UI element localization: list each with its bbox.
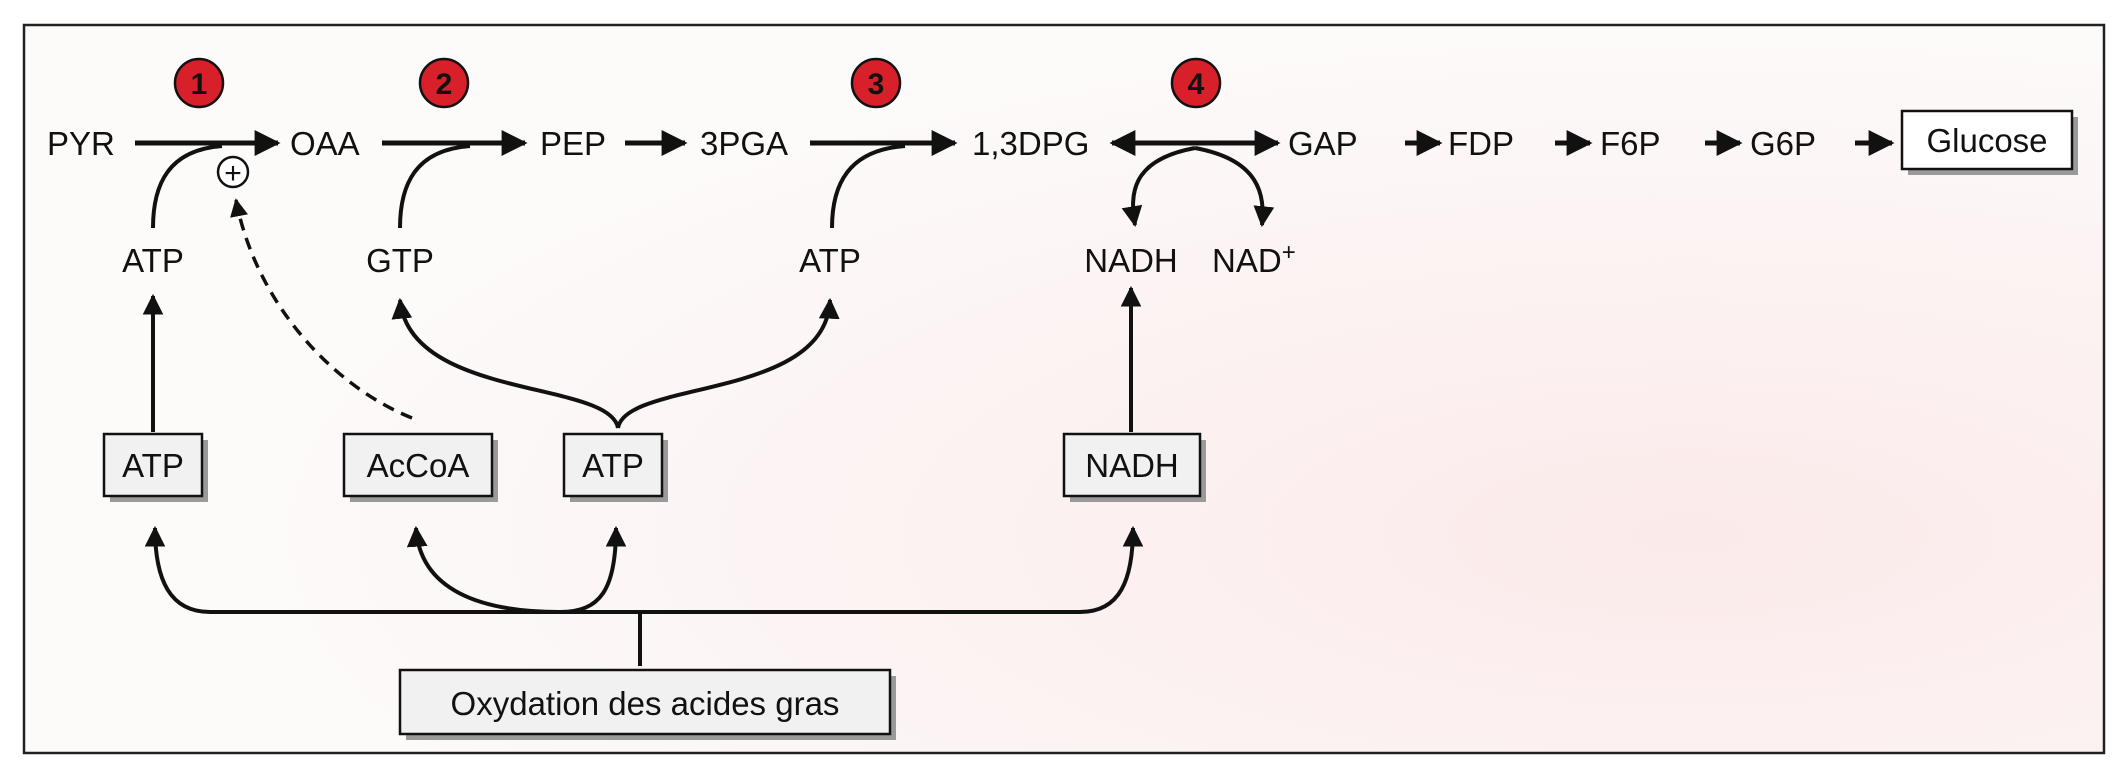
label-source-accoa: AcCoA	[367, 447, 470, 484]
label-nad-superscript: +	[1282, 239, 1296, 266]
step-marker-4: 4	[1170, 57, 1222, 109]
tree-branch-atp-b	[559, 525, 627, 614]
step-number-3: 3	[868, 68, 885, 101]
step-markers: 1 2 3 4	[173, 57, 1222, 109]
pathway-labels: PYR OAA PEP 3PGA 1,3DPG GAP FDP F6P G6P	[47, 125, 1816, 162]
tree-branch-nadh	[640, 525, 1144, 614]
branch-atp-to-gtp	[391, 297, 620, 429]
curve-nadh-13dpg	[1121, 146, 1196, 228]
label-g6p: G6P	[1750, 125, 1816, 162]
step-number-1: 1	[191, 68, 208, 101]
label-gtp: GTP	[366, 242, 434, 279]
label-atp-step3: ATP	[799, 242, 861, 279]
label-fdp: FDP	[1448, 125, 1514, 162]
step-marker-1: 1	[173, 57, 225, 109]
curve-gtp-step2	[398, 144, 471, 229]
tree-branch-atp	[144, 525, 640, 614]
label-oaa: OAA	[290, 125, 360, 162]
activator-plus: +	[224, 157, 242, 190]
step-number-4: 4	[1188, 68, 1205, 101]
glucose-box: Glucose	[1900, 109, 2078, 175]
label-origin: Oxydation des acides gras	[451, 685, 840, 722]
step-number-2: 2	[436, 68, 453, 101]
origin-box: Oxydation des acides gras	[398, 668, 896, 740]
label-nad-base: NAD	[1212, 242, 1282, 279]
label-13dpg: 1,3DPG	[972, 125, 1089, 162]
branch-atp-to-atp3	[616, 297, 840, 429]
source-box-atp-a: ATP	[102, 432, 208, 502]
label-source-atp-a: ATP	[122, 447, 184, 484]
activation-dashed-line	[230, 198, 413, 420]
label-gap: GAP	[1288, 125, 1358, 162]
source-arrows	[142, 285, 1142, 432]
label-pep: PEP	[540, 125, 606, 162]
label-f6p: F6P	[1600, 125, 1661, 162]
cofactor-labels: ATP GTP ATP NADH NAD+	[122, 239, 1296, 279]
label-glucose: Glucose	[1926, 122, 2047, 159]
curve-13dpg-nad	[1194, 146, 1275, 228]
label-source-atp-b: ATP	[582, 447, 644, 484]
label-3pga: 3PGA	[700, 125, 788, 162]
source-box-accoa: AcCoA	[342, 432, 498, 502]
tree-branch-accoa	[406, 525, 561, 614]
diagram-frame	[22, 23, 2106, 755]
label-nadh: NADH	[1084, 242, 1178, 279]
source-box-atp-b: ATP	[562, 432, 668, 502]
oxidation-tree	[144, 525, 1144, 666]
label-pyr: PYR	[47, 125, 115, 162]
source-box-nadh: NADH	[1062, 432, 1206, 502]
activator-symbol	[216, 155, 250, 189]
cofactor-curves	[151, 144, 1275, 229]
curve-atp-step3	[830, 144, 906, 229]
label-nad: NAD+	[1212, 239, 1296, 279]
label-atp-step1: ATP	[122, 242, 184, 279]
step-marker-2: 2	[418, 57, 470, 109]
curve-atp-step1	[151, 144, 223, 229]
label-source-nadh: NADH	[1085, 447, 1179, 484]
step-marker-3: 3	[850, 57, 902, 109]
